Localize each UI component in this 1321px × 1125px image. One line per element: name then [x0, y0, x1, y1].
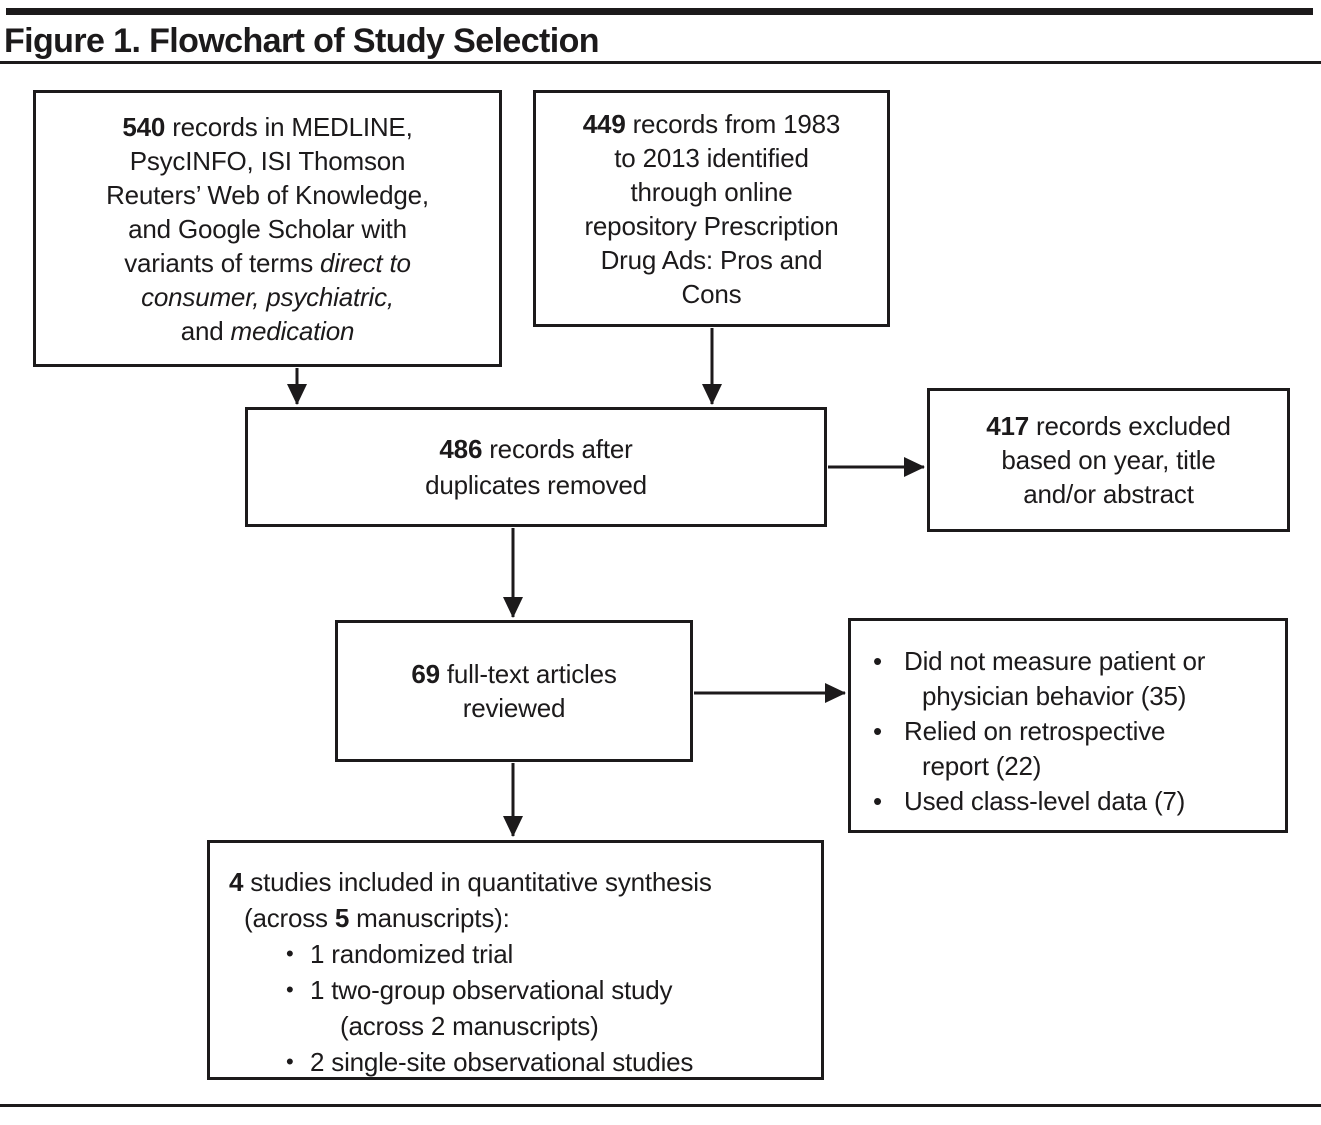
text-line: 540 records in MEDLINE,: [122, 111, 413, 142]
text-line: duplicates removed: [425, 470, 647, 500]
text-line: and medication: [180, 315, 355, 346]
bullet-item: • Did not measure patient or physician b…: [873, 644, 1275, 714]
text-line: Drug Ads: Pros and: [600, 244, 823, 275]
text-line: 449 records from 1983: [582, 108, 841, 139]
bullet-text: 2 single-site observational studies: [310, 1047, 694, 1077]
bullet-icon: •: [873, 646, 882, 676]
text-line: PsycINFO, ISI Thomson: [129, 145, 406, 176]
box-records-after-duplicates: 486 records after duplicates removed: [245, 407, 827, 527]
bullet-icon: •: [286, 977, 294, 1002]
box-fulltext-reviewed: 69 full-text articles reviewed: [335, 620, 693, 762]
bullet-item: • Used class-level data (7): [873, 784, 1275, 819]
box-records-excluded-screening: 417 records excluded based on year, titl…: [927, 388, 1290, 532]
figure-bottom-rule: [0, 1104, 1321, 1107]
bullet-icon: •: [873, 716, 882, 746]
bullet-text: Relied on retrospective report (22): [904, 716, 1166, 781]
text-line: variants of terms direct to: [124, 247, 411, 278]
box-fulltext-exclusion-reasons: • Did not measure patient or physician b…: [848, 618, 1288, 833]
text-line: consumer, psychiatric,: [141, 281, 394, 312]
text-line: 486 records after: [439, 434, 633, 464]
text-line: to 2013 identified: [614, 142, 809, 173]
bullet-item: • 1 randomized trial: [286, 936, 821, 972]
bullet-icon: •: [286, 941, 294, 966]
text-line: through online: [630, 176, 793, 207]
text-line: repository Prescription: [584, 210, 839, 241]
text-line: 4 studies included in quantitative synth…: [229, 867, 712, 897]
text-line: based on year, title: [1001, 445, 1216, 475]
text-line: Cons: [681, 278, 742, 309]
bullet-text: Used class-level data (7): [904, 786, 1186, 816]
box-records-identified-repository: 449 records from 1983 to 2013 identified…: [533, 90, 890, 327]
bullet-icon: •: [286, 1049, 294, 1074]
title-underline: [0, 61, 1321, 64]
bullet-text: 1 randomized trial: [310, 939, 514, 969]
text-line: 417 records excluded: [986, 411, 1231, 441]
bullet-text: 1 two-group observational study (across …: [310, 975, 673, 1041]
box-studies-included: 4 studies included in quantitative synth…: [207, 840, 824, 1080]
box-records-identified-databases: 540 records in MEDLINE, PsycINFO, ISI Th…: [33, 90, 502, 367]
figure-title: Figure 1. Flowchart of Study Selection: [4, 22, 600, 60]
text-line: Reuters’ Web of Knowledge,: [106, 179, 429, 210]
figure-top-bar: [6, 8, 1313, 15]
text-line: 69 full-text articles: [411, 659, 617, 689]
text-line: and/or abstract: [1023, 479, 1194, 509]
bullet-item: • Relied on retrospective report (22): [873, 714, 1275, 784]
bullet-item: • 1 two-group observational study (acros…: [286, 972, 821, 1044]
text-line: reviewed: [462, 693, 566, 723]
bullet-item: • 2 single-site observational studies: [286, 1044, 821, 1080]
bullet-text: Did not measure patient or physician beh…: [904, 646, 1206, 711]
text-line: and Google Scholar with: [128, 213, 407, 244]
text-line: (across 5 manuscripts):: [244, 903, 510, 933]
bullet-icon: •: [873, 786, 882, 816]
